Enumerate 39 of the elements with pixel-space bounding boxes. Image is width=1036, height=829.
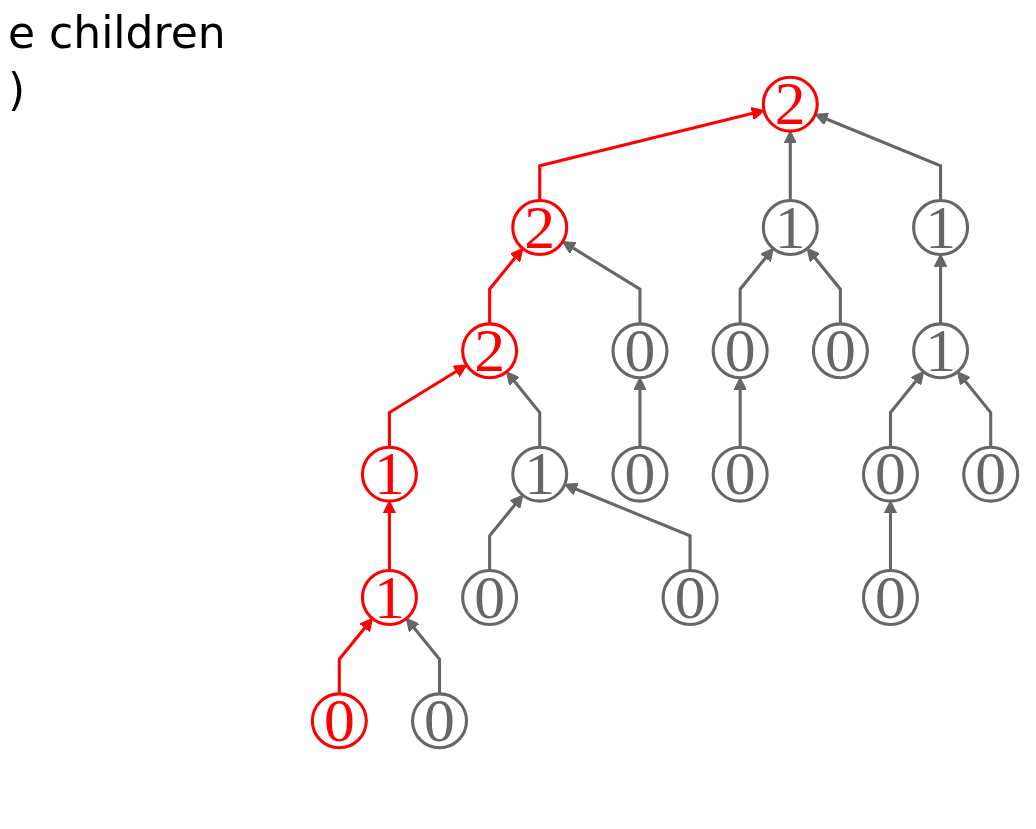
arrow — [562, 241, 642, 324]
node-circle: 0 — [661, 569, 719, 627]
arrow — [387, 364, 468, 448]
node-circle: 0 — [310, 692, 368, 750]
arrow — [957, 371, 993, 448]
note-text: e children — [8, 6, 226, 60]
node-circle: 1 — [360, 445, 418, 503]
node-circle: 0 — [962, 445, 1020, 503]
arrow — [488, 494, 524, 571]
node-circle: 2 — [511, 198, 569, 256]
node-circle: 1 — [761, 198, 819, 256]
arrow — [405, 617, 442, 694]
node-circle: 1 — [360, 569, 418, 627]
arrow — [783, 130, 798, 201]
arrow — [733, 377, 747, 448]
node-circle: 1 — [912, 322, 970, 380]
arrow — [633, 377, 647, 448]
arrow — [337, 617, 373, 694]
arrow — [488, 247, 524, 324]
note-text: ) — [8, 63, 26, 118]
arrow — [506, 371, 542, 448]
node-circle: 0 — [861, 569, 919, 627]
arrow — [814, 112, 943, 201]
node-circle: 0 — [611, 445, 669, 503]
arrow — [806, 247, 842, 324]
node-circle: 2 — [761, 75, 819, 133]
node-circle: 0 — [611, 322, 669, 380]
node-circle: 0 — [461, 569, 519, 627]
node-circle: 1 — [511, 445, 569, 503]
node-circle: 0 — [861, 445, 919, 503]
node-circle: 0 — [811, 322, 869, 380]
node-circle: 0 — [711, 445, 769, 503]
node-circle: 1 — [912, 198, 970, 256]
node-circle: 0 — [411, 692, 469, 750]
arrow — [738, 247, 774, 324]
arrow — [888, 371, 925, 448]
node-circle: 0 — [711, 322, 769, 380]
arrow — [564, 482, 692, 571]
node-circle: 2 — [461, 322, 519, 380]
